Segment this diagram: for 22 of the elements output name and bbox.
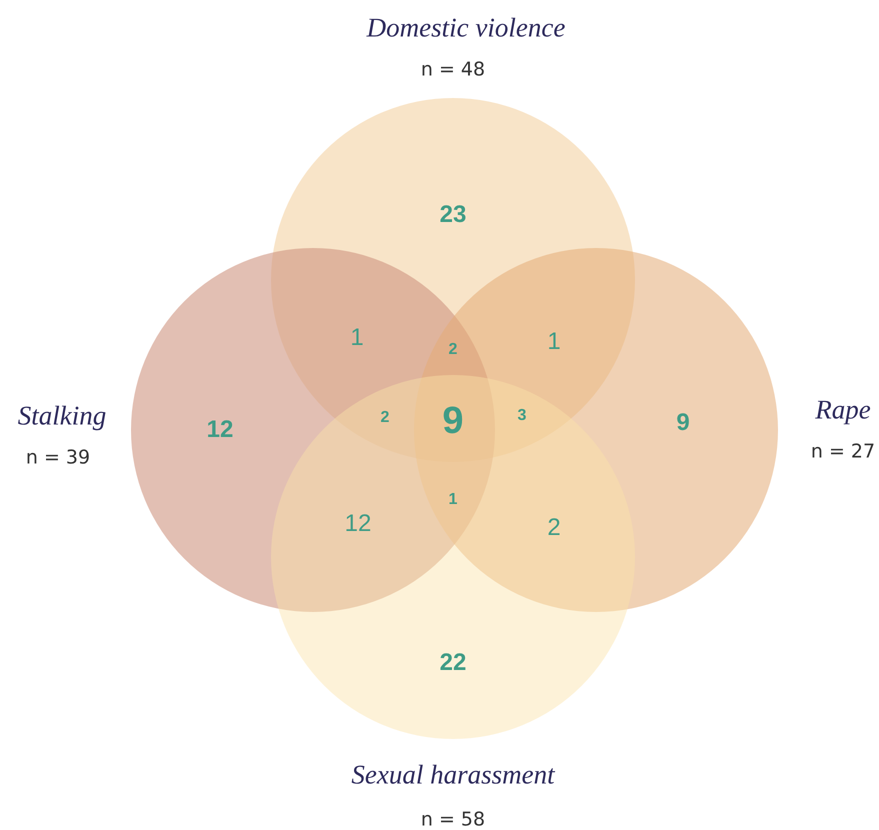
region-count: 3 <box>518 408 526 424</box>
region-count: 9 <box>442 402 464 440</box>
region-count: 1 <box>448 492 458 508</box>
set-title: Rape <box>815 396 871 424</box>
region-count: 22 <box>440 651 466 675</box>
region-count: 12 <box>206 418 234 442</box>
region-count: 2 <box>448 342 458 358</box>
set-size: n = 27 <box>810 442 876 462</box>
region-count: 2 <box>380 410 390 426</box>
set-title: Domestic violence <box>366 14 566 42</box>
region-count: 9 <box>676 411 690 435</box>
set-title: Sexual harassment <box>351 762 555 788</box>
region-count: 2 <box>547 516 561 540</box>
venn-circle <box>271 375 635 739</box>
region-count: 23 <box>440 203 466 227</box>
region-count: 12 <box>344 512 372 536</box>
set-size: n = 58 <box>420 810 486 830</box>
region-count: 1 <box>547 330 561 354</box>
region-count: 1 <box>350 326 364 350</box>
set-title: Stalking <box>18 402 106 430</box>
set-size: n = 39 <box>26 448 90 468</box>
set-size: n = 48 <box>420 60 486 80</box>
